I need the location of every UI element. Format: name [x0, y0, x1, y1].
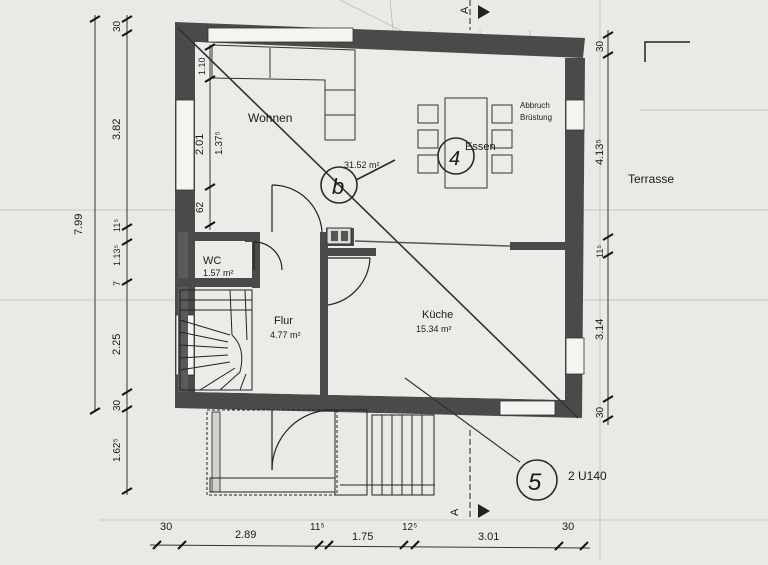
dim-left-mid-a: 1.13⁵: [112, 244, 122, 266]
dim-bottom-f: 3.01: [478, 531, 499, 543]
dining-set: [417, 97, 513, 189]
u-profile-leader: [404, 377, 521, 463]
dim-left-entrance: 1.62⁵: [112, 438, 123, 462]
note-abbruch: Abbruch: [520, 101, 550, 110]
bottom-dimension-chain: 30 2.89 11⁵ 1.75 12⁵ 3.01 30: [149, 521, 591, 551]
dim-bottom-e: 12⁵: [402, 522, 417, 533]
diagonal-brace-line: [177, 27, 579, 419]
entrance-porch: [206, 409, 435, 496]
corner-symbol: [644, 41, 690, 62]
dim-inner-a: 1.10: [197, 57, 207, 75]
dim-bottom-b: 2.89: [235, 529, 256, 541]
dim-left-lower: 2.25: [111, 334, 123, 355]
dim-bottom-a: 30: [160, 521, 172, 533]
room-name-wc: WC: [203, 255, 221, 267]
section-label-top: A: [459, 6, 471, 14]
dim-bottom-c: 11⁵: [310, 522, 325, 533]
dim-bottom-g: 30: [562, 521, 574, 533]
room-area-wohnen: 31.52 m²: [344, 160, 380, 170]
dim-left-bottom-wall: 30: [112, 399, 123, 411]
left-inner-dimension-chain: 1.10 2.01 1.37⁵ 62: [194, 43, 225, 230]
dim-inner-b: 2.01: [194, 134, 206, 155]
dim-bottom-d: 1.75: [352, 531, 373, 543]
section-arrow-top: [478, 5, 490, 19]
mark-5: 5: [528, 469, 542, 496]
dim-right-lower: 3.14: [594, 319, 606, 340]
left-dimension-chain: 7.99 30 3.82 11⁵ 1.13⁵ 7 2.25 30 1.62⁵: [73, 15, 133, 495]
mark-4: 4: [449, 148, 460, 170]
dim-right-upper: 4.13⁵: [594, 139, 606, 165]
outer-walls: [175, 22, 585, 418]
dim-left-total: 7.99: [73, 214, 85, 235]
dim-right-top-wall: 30: [595, 40, 606, 52]
section-arrow-bottom: [478, 504, 490, 518]
chimney-block: [326, 227, 352, 245]
room-area-kueche: 15.34 m²: [416, 324, 452, 334]
dim-left-mid-c: 7: [112, 281, 122, 286]
handwritten-marks: b 4 5: [320, 137, 558, 501]
dim-left-top-wall: 30: [112, 20, 123, 32]
label-terrasse: Terrasse: [628, 172, 674, 186]
dim-inner-d: 62: [195, 201, 206, 213]
section-label-bottom: A: [449, 508, 461, 516]
room-name-essen: Essen: [465, 141, 496, 153]
note-bruestung: Brüstung: [520, 113, 552, 122]
room-area-wc: 1.57 m²: [203, 268, 234, 278]
room-name-kueche: Küche: [422, 309, 453, 321]
room-labels: Wohnen 31.52 m² Essen WC 1.57 m² Flur 4.…: [203, 101, 674, 483]
dim-left-upper: 3.82: [111, 119, 123, 140]
mark-b: b: [332, 174, 344, 199]
room-name-flur: Flur: [274, 315, 293, 327]
room-area-flur: 4.77 m²: [270, 330, 301, 340]
dim-right-bottom-wall: 30: [595, 406, 606, 418]
exterior-steps: [371, 414, 435, 496]
dim-inner-c: 1.37⁵: [214, 131, 225, 155]
right-dimension-chain: 30 4.13⁵ 11⁵ 3.14 30: [594, 30, 614, 425]
room-name-wohnen: Wohnen: [248, 111, 292, 125]
doors: [253, 184, 371, 471]
staircase: [179, 289, 253, 391]
section-markers: A A: [449, 0, 490, 520]
dim-left-mid-b: 11⁵: [112, 219, 122, 232]
room-divider-line: [354, 240, 511, 247]
label-u-profile: 2 U140: [568, 469, 607, 483]
dim-right-mid: 11⁵: [595, 245, 605, 258]
